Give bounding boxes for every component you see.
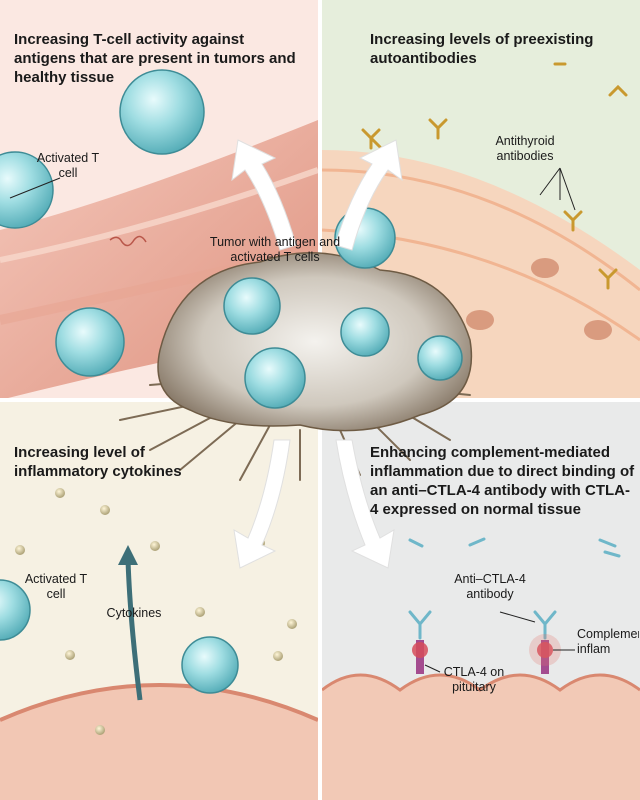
label-cytokines: Cytokines	[106, 606, 162, 620]
panel-bottom-left-bg	[0, 402, 319, 800]
label-activated-t-cell-bottom: Activated T cell	[24, 572, 88, 601]
panel-bottom-right-bg	[321, 402, 640, 800]
t-cell-top-left	[0, 69, 205, 377]
panel-title-top-left: Increasing T-cell activity against antig…	[14, 31, 296, 86]
ctla4-pointer-lines	[424, 611, 575, 673]
cytokines-arrow	[125, 559, 143, 701]
antithyroid-pointer-lines	[539, 167, 576, 211]
anti-ctla4-antibodies	[408, 537, 621, 640]
panel-title-bottom-right: Enhancing complement-mediated inflammati…	[370, 444, 635, 518]
label-antithyroid: Antithyroid antibodies	[495, 134, 555, 163]
panel-title-bottom-left: Increasing level of inflammatory cytokin…	[14, 444, 182, 480]
label-ctla4-pituitary: CTLA-4 on pituitary	[443, 665, 505, 694]
ctla4-receptors	[412, 634, 561, 674]
label-anti-ctla4: Anti–CTLA-4 antibody	[454, 572, 526, 601]
label-complement: Complement inflam	[577, 627, 639, 656]
panel-title-top-right: Increasing levels of preexisting autoant…	[370, 31, 594, 67]
label-activated-t-cell-top: Activated T cell	[36, 151, 100, 180]
cells	[0, 579, 239, 694]
antibodies	[361, 62, 628, 290]
label-tumor: Tumor with antigen and activated T cells	[209, 235, 341, 264]
arrows	[231, 139, 403, 569]
